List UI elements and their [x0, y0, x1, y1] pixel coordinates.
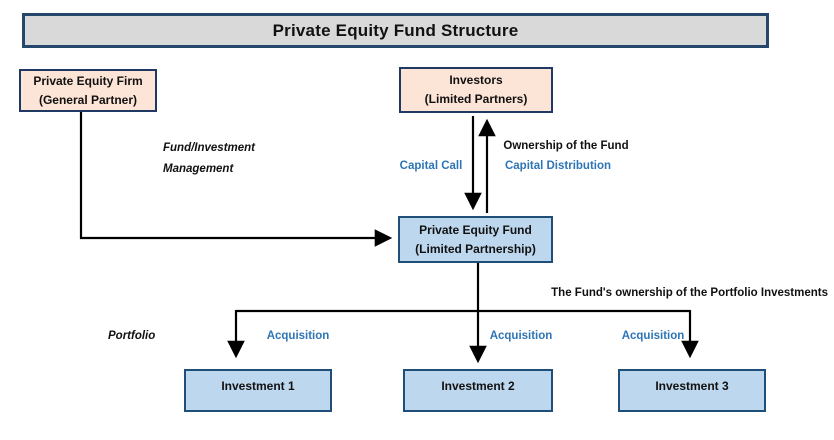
acquisition-label-1: Acquisition — [266, 330, 330, 342]
node-investment-1-label: Investment 1 — [221, 379, 295, 393]
management-label-line2: Management — [163, 163, 234, 175]
portfolio-label: Portfolio — [108, 330, 156, 342]
node-investors: Investors (Limited Partners) — [399, 67, 553, 113]
acquisition-label-2: Acquisition — [489, 330, 553, 342]
node-fund-line2: (Limited Partnership) — [415, 241, 536, 256]
management-label-line1: Fund/Investment — [163, 142, 256, 154]
node-investment-2: Investment 2 — [403, 369, 553, 412]
capital-distribution-label: Capital Distribution — [504, 160, 612, 172]
node-investors-line2: (Limited Partners) — [424, 92, 528, 106]
node-investment-3-label: Investment 3 — [655, 379, 729, 393]
node-fund-line1: Private Equity Fund — [419, 222, 532, 237]
node-private-equity-firm: Private Equity Firm (General Partner) — [19, 69, 157, 112]
node-investment-2-label: Investment 2 — [441, 379, 515, 393]
node-firm-line2: (General Partner) — [38, 92, 138, 107]
ownership-of-fund-label: Ownership of the Fund — [503, 140, 629, 152]
diagram-title-text: Private Equity Fund Structure — [272, 20, 519, 40]
node-firm-line1: Private Equity Firm — [33, 73, 143, 88]
capital-call-label: Capital Call — [399, 160, 463, 172]
node-investment-3: Investment 3 — [618, 369, 766, 412]
acquisition-label-3: Acquisition — [621, 330, 685, 342]
diagram-title: Private Equity Fund Structure — [22, 13, 769, 48]
node-private-equity-fund: Private Equity Fund (Limited Partnership… — [398, 216, 553, 263]
management-label: Fund/Investment Management — [163, 138, 255, 180]
node-investors-line1: Investors — [449, 73, 503, 87]
node-investment-1: Investment 1 — [184, 369, 332, 412]
fund-ownership-portfolio-label: The Fund's ownership of the Portfolio In… — [551, 287, 828, 299]
